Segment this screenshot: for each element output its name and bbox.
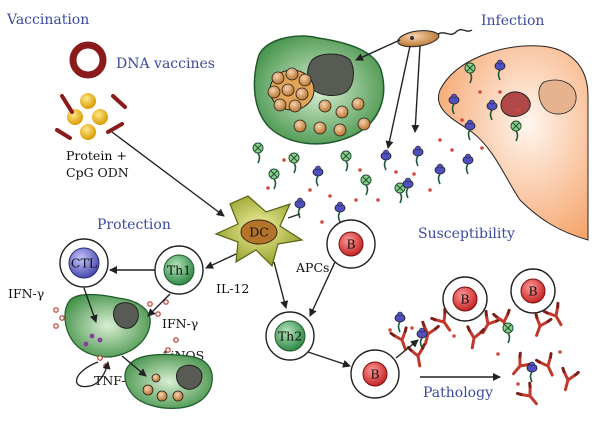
- th1-label: Th1: [167, 263, 191, 278]
- th2-label: Th2: [278, 329, 302, 344]
- il12-label: IL-12: [216, 281, 249, 296]
- arrow-parasite-to-antigens: [385, 45, 411, 149]
- dna-vaccines-label: DNA vaccines: [116, 56, 215, 72]
- ctl-label: CTL: [71, 256, 97, 271]
- b-cell-top-label: B: [346, 237, 355, 252]
- ifn-gamma-right-label: IFN-γ: [162, 316, 198, 331]
- tissue-lesion: [500, 91, 531, 117]
- section-protection: Protection: [97, 217, 171, 233]
- arrow-parasite-to-macrophage: [355, 39, 401, 61]
- antigen-cloud: [252, 59, 522, 224]
- apcs-label: APCs: [295, 260, 329, 275]
- arrow-dc-to-th1: [205, 253, 237, 269]
- pathology-label: Pathology: [423, 385, 493, 401]
- parasite-cluster: [267, 67, 371, 137]
- arrow-tnf-loop: [75, 361, 111, 388]
- dc-nucleus: [240, 219, 278, 245]
- arrow-ctl-to-macrophage: [83, 287, 98, 323]
- b-cell-bottom-label: B: [370, 367, 379, 382]
- arrow-vaccine-to-dc: [111, 131, 225, 217]
- arrow-th1-to-macrophage: [147, 293, 171, 317]
- b-cell-plasma-1-label: B: [460, 292, 469, 307]
- arrow-b-to-th2: [309, 261, 336, 317]
- b-cell-plasma-2-label: B: [528, 284, 537, 299]
- ifn-gamma-left-label: IFN-γ: [8, 286, 44, 301]
- protein-label: Protein +: [66, 148, 127, 163]
- protein-beads-icon: [67, 93, 108, 140]
- dc-label: DC: [249, 225, 269, 240]
- dying-parasites: [142, 373, 184, 402]
- section-infection: Infection: [481, 13, 544, 29]
- promastigote-icon: [397, 29, 473, 48]
- activated-macrophage-1: [64, 293, 151, 358]
- arrow-dc-to-th2: [273, 261, 289, 309]
- section-susceptibility: Susceptibility: [418, 226, 515, 242]
- infected-tissue: [437, 45, 589, 241]
- arrow-b-to-antibodies: [395, 339, 419, 359]
- cpg-odn-label: CpG ODN: [66, 165, 129, 180]
- immune-complexes: [388, 311, 562, 386]
- cpg-odn-strands-icon: [55, 94, 127, 140]
- arrow-th2-to-b: [307, 351, 351, 368]
- section-vaccination: Vaccination: [6, 12, 89, 28]
- dna-plasmid-icon: [69, 41, 107, 79]
- arrow-macrophage-to-no: [121, 355, 147, 377]
